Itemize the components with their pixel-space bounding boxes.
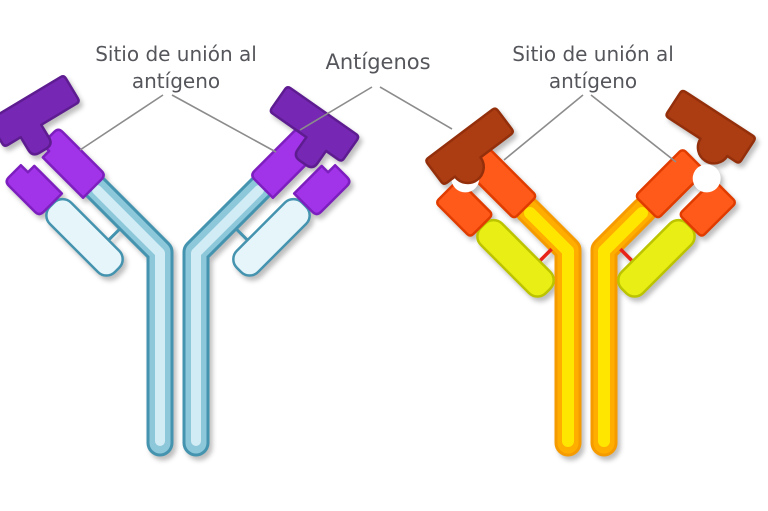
leader-left-label-to-right-arm <box>171 94 277 153</box>
ab1-heavy-chain-left-highlight <box>92 185 165 446</box>
leader-antigens-to-left-antibody <box>299 86 373 131</box>
leader-right-label-to-left-arm <box>503 94 584 161</box>
left-binding-site-label-line2: antígeno <box>132 69 220 93</box>
ab2-right-arm <box>580 88 758 305</box>
ab1-heavy-chain-right-highlight <box>191 185 264 446</box>
ab2-heavy-chain-left-highlight <box>524 207 574 447</box>
antigens-label: Antígenos <box>325 50 430 74</box>
right-binding-site-label-line2: antígeno <box>549 69 637 93</box>
left-antibody <box>0 73 361 457</box>
right-antibody <box>423 88 758 457</box>
left-binding-site-label-line1: Sitio de unión al <box>95 42 257 66</box>
ab1-heavy-chain-right <box>182 173 275 457</box>
ab2-heavy-chain-left <box>514 196 582 457</box>
ab2-heavy-chain-right <box>590 196 658 457</box>
right-binding-site-label-line1: Sitio de unión al <box>512 42 674 66</box>
leader-right-label-to-right-arm <box>590 94 677 163</box>
leader-antigens-to-right-antibody <box>379 86 453 130</box>
leader-lines <box>79 86 677 163</box>
leader-left-label-to-left-arm <box>79 94 164 151</box>
ab2-heavy-chain-right-highlight <box>598 207 648 447</box>
ab2-left-arm <box>423 106 592 305</box>
ab1-heavy-chain-left <box>81 173 174 457</box>
